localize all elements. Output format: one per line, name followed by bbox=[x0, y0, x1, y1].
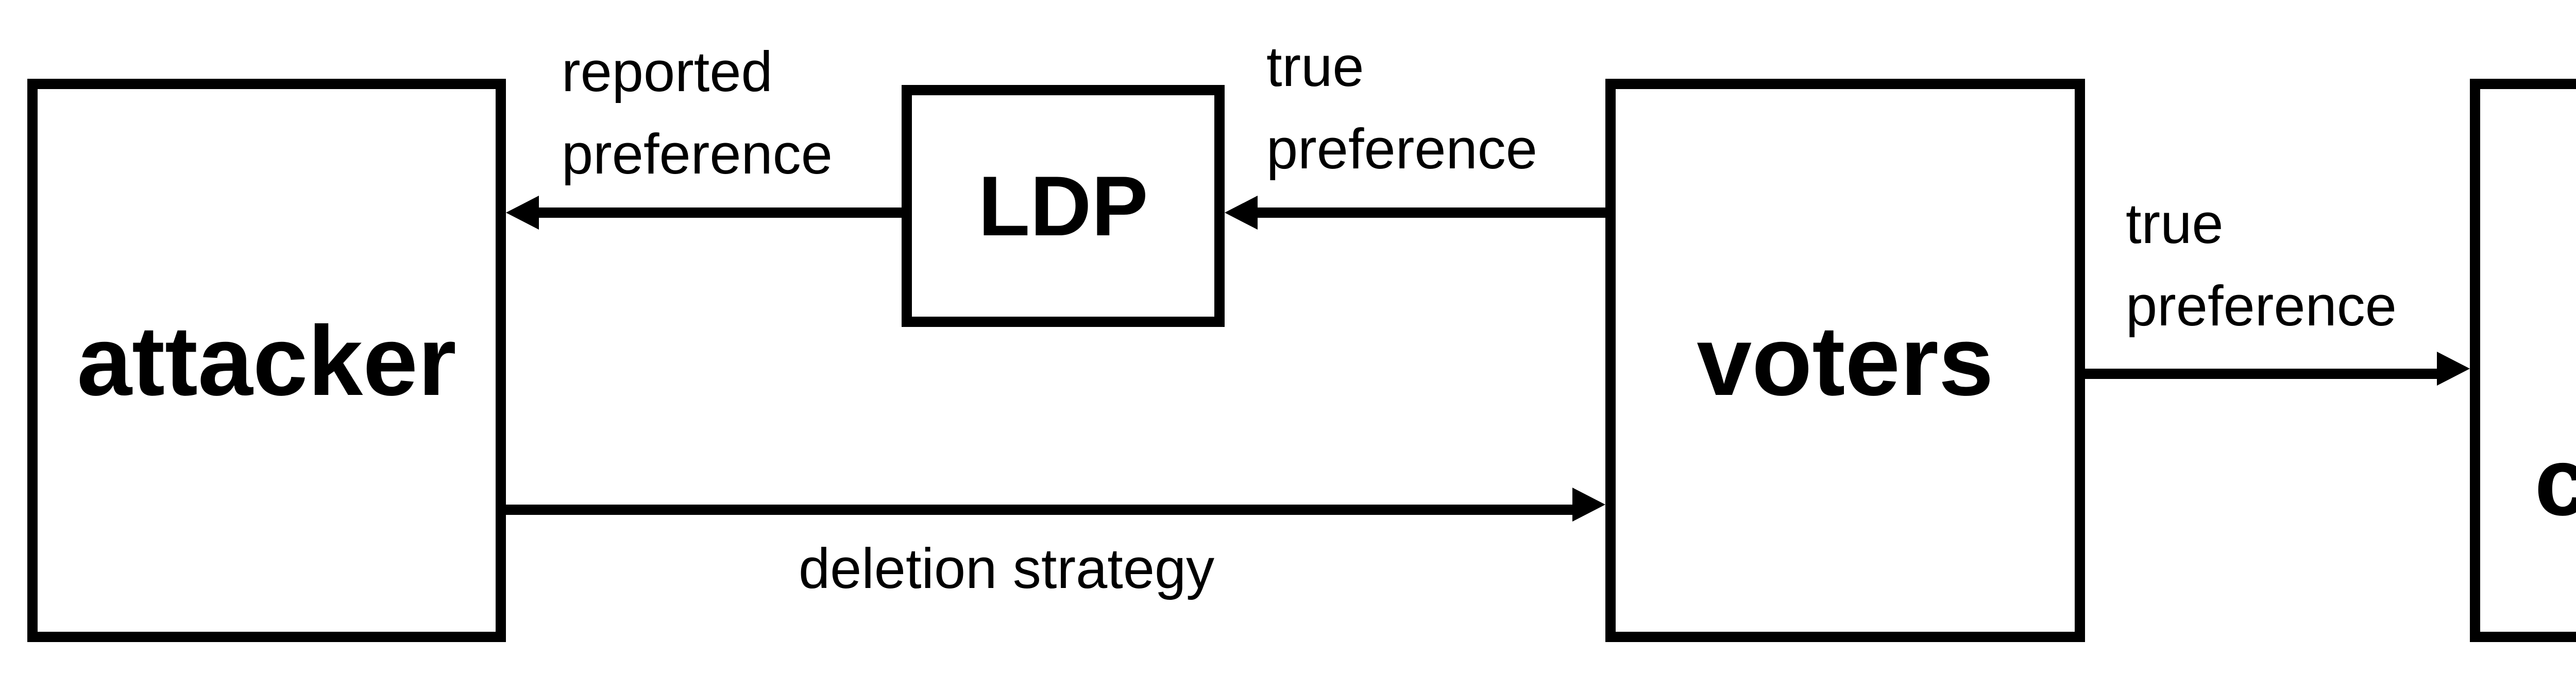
node-attacker: attacker bbox=[27, 79, 506, 642]
edge-voters-to-ldp-label: true preference bbox=[1266, 26, 1537, 191]
edge-voters-to-office-line bbox=[2085, 369, 2437, 379]
edge-ldp-to-attacker-label: reported preference bbox=[562, 31, 833, 196]
edge-attacker-to-voters-line bbox=[506, 505, 1572, 515]
edge-voters-to-ldp-arrowhead-icon bbox=[1225, 196, 1258, 230]
node-office-label: authorized election counting office bbox=[2534, 179, 2576, 542]
edge-attacker-to-voters-label: deletion strategy bbox=[799, 537, 1215, 600]
node-voters: voters bbox=[1605, 79, 2085, 642]
node-authorized-election-counting-office: authorized election counting office bbox=[2470, 79, 2576, 642]
edge-ldp-to-attacker-label-line2: preference bbox=[562, 123, 833, 186]
node-ldp: LDP bbox=[902, 85, 1225, 327]
node-office-label-line3: counting office bbox=[2534, 427, 2576, 535]
node-attacker-label: attacker bbox=[77, 305, 456, 416]
node-voters-label: voters bbox=[1697, 305, 1994, 416]
edge-ldp-to-attacker-line bbox=[536, 207, 902, 218]
edge-voters-to-ldp-label-line2: preference bbox=[1266, 117, 1537, 181]
edge-voters-to-office-label: true preference bbox=[2126, 183, 2397, 348]
node-ldp-label: LDP bbox=[978, 158, 1148, 253]
edge-voters-to-office-arrowhead-icon bbox=[2437, 352, 2470, 386]
edge-voters-to-ldp-label-line1: true bbox=[1266, 35, 1364, 98]
edge-attacker-to-voters-arrowhead-icon bbox=[1572, 488, 1605, 522]
edge-ldp-to-attacker-arrowhead-icon bbox=[506, 196, 539, 230]
edge-voters-to-office-label-line1: true bbox=[2126, 192, 2224, 255]
edge-ldp-to-attacker-label-line1: reported bbox=[562, 40, 773, 103]
edge-voters-to-ldp-line bbox=[1255, 207, 1605, 218]
edge-voters-to-office-label-line2: preference bbox=[2126, 274, 2397, 338]
